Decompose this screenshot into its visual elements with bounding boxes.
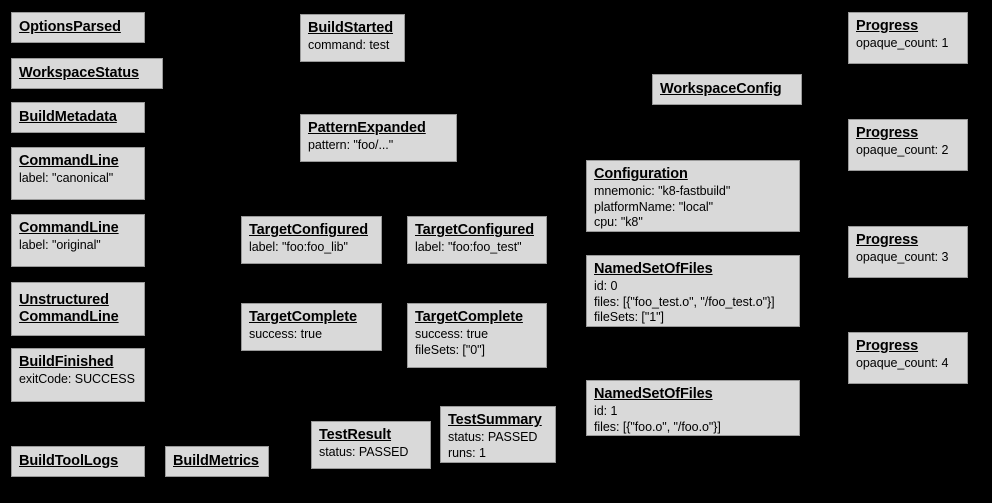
event-node-build-metrics[interactable]: BuildMetrics [165,446,269,477]
event-node-field: command: test [308,38,390,52]
event-node-fields: success: true [249,327,374,343]
event-node-field: id: 1 [594,404,618,418]
event-node-field: success: true [249,327,322,341]
event-node-field: mnemonic: "k8-fastbuild" [594,184,731,198]
event-node-title: BuildFinished [19,354,114,370]
event-node-fields: label: "canonical" [19,171,137,187]
event-node-progress-2[interactable]: Progress opaque_count: 2 [848,119,968,171]
event-node-field: label: "original" [19,238,101,252]
event-node-configuration[interactable]: Configuration mnemonic: "k8-fastbuild"pla… [586,160,800,232]
event-node-title: Progress [856,18,919,34]
event-node-title: OptionsParsed [19,18,121,35]
event-node-title: Progress [856,338,919,354]
event-node-field: cpu: "k8" [594,215,643,229]
event-node-fields: label: "foo:foo_lib" [249,240,374,256]
event-node-target-configured-foo-test[interactable]: TargetConfigured label: "foo:foo_test" [407,216,547,264]
event-node-fields: label: "foo:foo_test" [415,240,539,256]
event-node-progress-3[interactable]: Progress opaque_count: 3 [848,226,968,278]
event-node-field: fileSets: ["1"] [594,310,664,324]
event-node-build-tool-logs[interactable]: BuildToolLogs [11,446,145,477]
event-node-field: id: 0 [594,279,618,293]
event-node-title: CommandLine [19,220,119,236]
event-node-field: status: PASSED [319,445,409,459]
event-node-title: TargetConfigured [415,222,534,238]
event-node-title: TestSummary [448,412,542,428]
event-node-title: BuildStarted [308,20,394,36]
event-node-title: Progress [856,125,919,141]
event-node-field: fileSets: ["0"] [415,342,485,357]
event-node-fields: opaque_count: 3 [856,250,960,266]
event-node-title: NamedSetOfFiles [594,261,713,277]
event-node-title: WorkspaceStatus [19,64,139,81]
event-node-target-complete-lib[interactable]: TargetComplete success: true [241,303,382,351]
event-node-progress-1[interactable]: Progress opaque_count: 1 [848,12,968,64]
event-node-field: success: true [415,327,488,341]
event-node-title: CommandLine [19,153,119,169]
event-node-field: opaque_count: 4 [856,356,949,370]
event-node-title: TestResult [319,427,392,443]
event-node-field: label: "canonical" [19,171,114,185]
event-node-fields: opaque_count: 1 [856,36,960,52]
event-node-workspace-config[interactable]: WorkspaceConfig [652,74,802,105]
event-node-title: PatternExpanded [308,120,426,136]
event-node-title: TargetComplete [249,309,357,325]
event-node-title: TargetComplete [415,309,523,325]
event-node-field: opaque_count: 2 [856,143,949,157]
event-node-workspace-status[interactable]: WorkspaceStatus [11,58,163,89]
event-node-fields: command: test [308,38,397,54]
event-node-title: NamedSetOfFiles [594,386,713,402]
event-node-fields: opaque_count: 2 [856,143,960,159]
event-node-build-finished[interactable]: BuildFinished exitCode: SUCCESS [11,348,145,402]
event-node-pattern-expanded[interactable]: PatternExpanded pattern: "foo/..." [300,114,457,162]
event-node-field: pattern: "foo/..." [308,138,394,152]
event-node-title: BuildMetrics [173,452,259,469]
event-node-title: Progress [856,232,919,248]
event-node-fields: exitCode: SUCCESS [19,372,137,388]
event-node-fields: label: "original" [19,238,137,254]
event-node-field: opaque_count: 3 [856,250,949,264]
event-node-build-started[interactable]: BuildStarted command: test [300,14,405,62]
event-node-field: files: [{"foo_test.o", "/foo_test.o"}] [594,294,775,309]
event-node-field: opaque_count: 1 [856,36,949,50]
event-node-field: runs: 1 [448,445,486,460]
event-node-fields: status: PASSED [319,445,423,461]
event-node-command-line-original[interactable]: CommandLine label: "original" [11,214,145,267]
event-node-field: label: "foo:foo_lib" [249,240,348,254]
event-node-fields: mnemonic: "k8-fastbuild"platformName: "l… [594,184,792,231]
event-node-title: Configuration [594,166,688,182]
event-node-fields: opaque_count: 4 [856,356,960,372]
event-node-build-metadata[interactable]: BuildMetadata [11,102,145,133]
event-node-unstructured-command-line[interactable]: Unstructured CommandLine [11,282,145,336]
event-node-field: status: PASSED [448,430,538,444]
event-node-title: BuildToolLogs [19,452,119,469]
event-node-title: WorkspaceConfig [660,80,782,97]
event-node-field: files: [{"foo.o", "/foo.o"}] [594,419,721,434]
event-node-progress-4[interactable]: Progress opaque_count: 4 [848,332,968,384]
event-node-title: TargetConfigured [249,222,368,238]
event-node-test-result[interactable]: TestResult status: PASSED [311,421,431,469]
event-node-title: Unstructured CommandLine [19,291,119,325]
event-node-title: BuildMetadata [19,108,117,125]
event-node-fields: pattern: "foo/..." [308,138,449,154]
event-node-command-line-canonical[interactable]: CommandLine label: "canonical" [11,147,145,200]
event-node-field: platformName: "local" [594,199,713,214]
event-node-field: label: "foo:foo_test" [415,240,522,254]
event-node-options-parsed[interactable]: OptionsParsed [11,12,145,43]
event-node-target-configured-foo-lib[interactable]: TargetConfigured label: "foo:foo_lib" [241,216,382,264]
event-node-field: exitCode: SUCCESS [19,372,135,386]
